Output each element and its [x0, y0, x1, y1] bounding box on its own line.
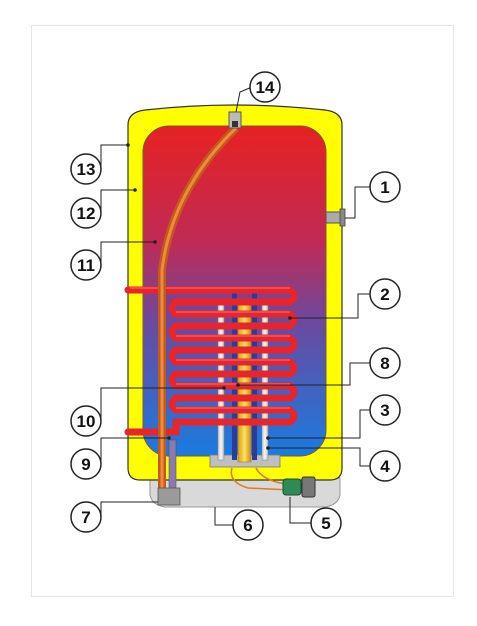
callout-14-label: 14 [256, 78, 275, 97]
callout-4: 4 [369, 450, 401, 482]
callout-14: 14 [249, 71, 281, 103]
electrical-wiring [230, 467, 291, 491]
callout-7: 7 [70, 501, 102, 533]
outlet-tube-highlight [160, 126, 238, 505]
thermostat-box [282, 478, 302, 496]
coil-highlight [130, 287, 290, 409]
callout-12: 12 [70, 197, 102, 229]
callout-13: 13 [70, 153, 102, 185]
callout-10-label: 10 [77, 412, 96, 431]
callout-3: 3 [369, 394, 401, 426]
callout-2-label: 2 [380, 285, 389, 304]
leader-dots [126, 143, 292, 450]
top-fitting-nozzle [232, 121, 238, 127]
callout-8: 8 [369, 347, 401, 379]
callout-7-label: 7 [81, 508, 90, 527]
callout-12-label: 12 [77, 204, 96, 223]
callout-6-label: 6 [243, 516, 252, 535]
callout-8-label: 8 [380, 354, 389, 373]
callout-1: 1 [369, 171, 401, 203]
leader-lines [100, 86, 370, 526]
callout-10: 10 [70, 405, 102, 437]
callout-9: 9 [70, 448, 102, 480]
callout-2: 2 [369, 278, 401, 310]
heat-exchanger-coil [124, 286, 298, 436]
callout-6: 6 [232, 509, 264, 541]
callout-5-label: 5 [321, 514, 330, 533]
right-side-fitting-cap [339, 208, 346, 227]
callout-3-label: 3 [380, 401, 389, 420]
callout-5: 5 [310, 507, 342, 539]
inlet-fitting [157, 487, 181, 506]
callout-4-label: 4 [380, 457, 390, 476]
callout-9-label: 9 [81, 455, 90, 474]
callout-11: 11 [70, 249, 102, 281]
callout-11-label: 11 [77, 256, 95, 275]
diagram-frame [31, 25, 454, 597]
callout-13-label: 13 [77, 160, 96, 179]
thermostat-knob [301, 476, 316, 498]
callout-1-label: 1 [380, 178, 389, 197]
